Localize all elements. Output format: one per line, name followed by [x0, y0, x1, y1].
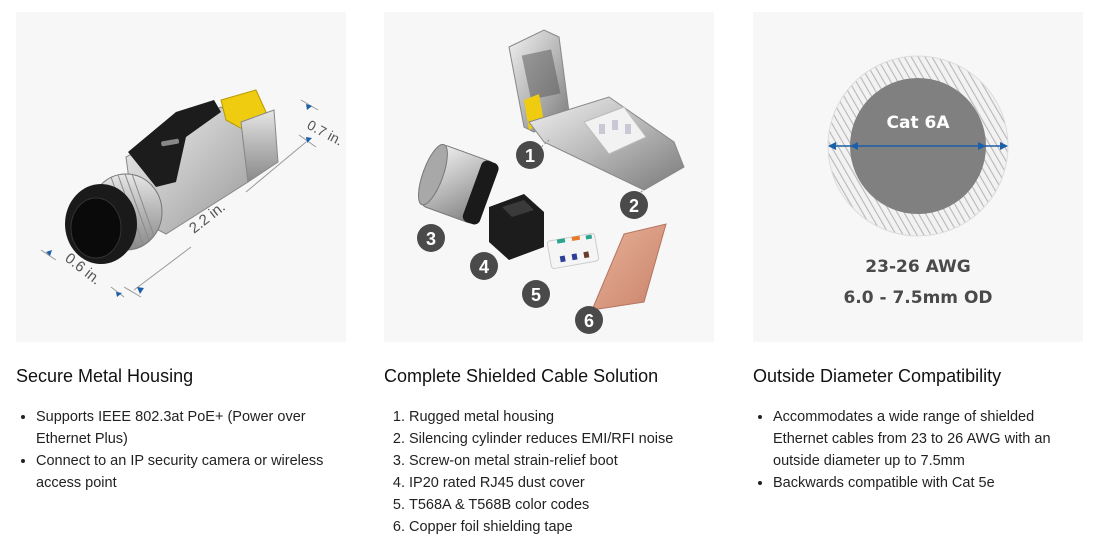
feature-list-item: Backwards compatible with Cat 5e: [773, 472, 1083, 494]
feature-list-item: Accommodates a wide range of shielded Et…: [773, 406, 1083, 472]
od-range-label: 6.0 - 7.5mm OD: [843, 288, 992, 308]
exploded-components-image: 1 2 3 4 5 6: [384, 12, 714, 342]
exploded-view-illustration: 1 2 3 4 5 6: [417, 29, 685, 334]
component-list-item: Screw-on metal strain-relief boot: [409, 450, 714, 472]
feature-title: Outside Diameter Compatibility: [753, 366, 1002, 386]
cable-cross-section-image: Cat 6A 23-26 AWG 6.0 - 7.5mm OD: [753, 12, 1083, 342]
feature-list-item: Supports IEEE 802.3at PoE+ (Power over E…: [36, 406, 341, 450]
feature-title: Complete Shielded Cable Solution: [384, 366, 659, 386]
callout-2: 2: [629, 196, 639, 216]
feature-card-metal-housing: 0.7 in. 2.2 in. 0.6 in. Secure Metal Hou…: [16, 12, 346, 491]
feature-list: Supports IEEE 802.3at PoE+ (Power over E…: [16, 406, 341, 494]
component-list-item: IP20 rated RJ45 dust cover: [409, 472, 714, 494]
component-list-item: Rugged metal housing: [409, 406, 714, 428]
feature-card-diameter: Cat 6A 23-26 AWG 6.0 - 7.5mm OD Outside …: [753, 12, 1083, 491]
callout-1: 1: [525, 146, 535, 166]
awg-range-label: 23-26 AWG: [865, 257, 970, 277]
feature-list: Accommodates a wide range of shielded Et…: [753, 406, 1083, 494]
feature-title: Secure Metal Housing: [16, 366, 194, 386]
callout-5: 5: [531, 285, 541, 305]
callout-4: 4: [479, 257, 489, 277]
callout-3: 3: [426, 229, 436, 249]
component-list-item: T568A & T568B color codes: [409, 494, 714, 516]
cable-category-label: Cat 6A: [887, 113, 951, 133]
feature-card-shielded-solution: 1 2 3 4 5 6 Complete Shielded Cable Solu…: [384, 12, 714, 535]
component-list-item: Copper foil shielding tape: [409, 516, 714, 538]
component-list: Rugged metal housing Silencing cylinder …: [384, 406, 714, 538]
cross-section-diagram: Cat 6A 23-26 AWG 6.0 - 7.5mm OD: [827, 55, 1009, 308]
connector-dimensions-image: 0.7 in. 2.2 in. 0.6 in.: [16, 12, 346, 342]
rj45-connector-illustration: 0.7 in. 2.2 in. 0.6 in.: [40, 89, 346, 298]
callout-6: 6: [584, 311, 594, 331]
feature-list-item: Connect to an IP security camera or wire…: [36, 450, 341, 494]
component-list-item: Silencing cylinder reduces EMI/RFI noise: [409, 428, 714, 450]
